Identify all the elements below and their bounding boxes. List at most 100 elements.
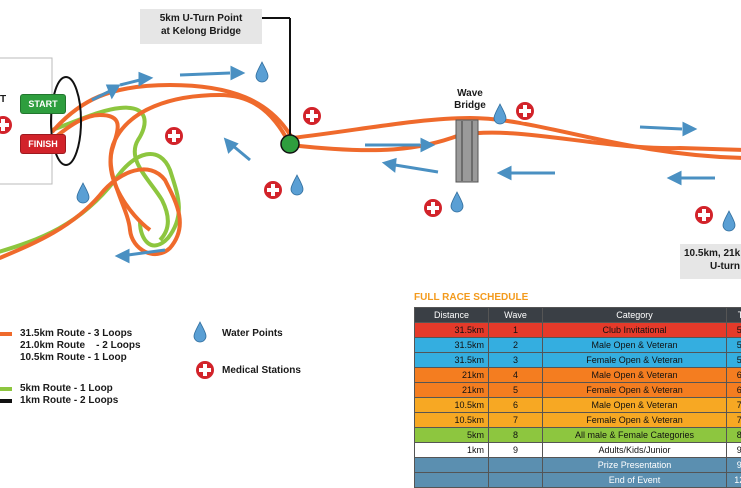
legend-medical-stations: Medical Stations [222, 365, 301, 377]
arrow-4-head [226, 140, 236, 151]
water-drop-icon [494, 104, 506, 124]
arrow-2-head [140, 74, 150, 84]
finish-button[interactable]: FINISH [20, 134, 66, 154]
schedule-header-row: Distance Wave Category T [415, 308, 741, 323]
medical-station-icon [263, 180, 283, 200]
arrow-6-head [422, 140, 432, 150]
schedule-cell-time: 6: [727, 368, 741, 383]
arrow-8-head [500, 168, 510, 178]
schedule-cell-distance [415, 458, 489, 473]
schedule-cell-time: 9: [727, 458, 741, 473]
uturn-right-line-2: U-turn [680, 260, 741, 273]
schedule-cell-wave [489, 473, 543, 488]
schedule-cell-category: Female Open & Veteran [543, 413, 727, 428]
wave-bridge-label-line-1: Wave [452, 88, 488, 100]
schedule-cell-wave: 6 [489, 398, 543, 413]
medical-station-icon [195, 360, 215, 380]
schedule-header-distance: Distance [415, 308, 489, 323]
medical-station-icon [423, 198, 443, 218]
schedule-cell-category: Club Invitational [543, 323, 727, 338]
arrow-3 [180, 73, 230, 75]
medical-station-icon [694, 205, 714, 225]
schedule-cell-wave: 8 [489, 428, 543, 443]
schedule-header-category: Category [543, 308, 727, 323]
medical-station-icon [515, 101, 535, 121]
water-drop-icon [77, 183, 89, 203]
schedule-cell-wave: 5 [489, 383, 543, 398]
legend-orange-route-2: 21.0km Route - 2 Loops [20, 340, 141, 352]
medical-station-icon [302, 106, 322, 126]
arrow-10-head [670, 173, 680, 183]
start-button[interactable]: START [20, 94, 66, 114]
schedule-cell-distance: 31.5km [415, 323, 489, 338]
uturn-right-callout: 10.5km, 21k U-turn [680, 244, 741, 279]
schedule-cell-distance [415, 473, 489, 488]
schedule-cell-distance: 21km [415, 383, 489, 398]
water-drop-icon [194, 322, 206, 342]
wave-bridge [456, 120, 478, 182]
uturn-5km-callout: 5km U-Turn Point at Kelong Bridge [140, 9, 262, 44]
uturn-right-line-1: 10.5km, 21k [680, 247, 741, 260]
schedule-cell-time: 6: [727, 383, 741, 398]
water-drop-icon [451, 192, 463, 212]
water-drop-icon [291, 175, 303, 195]
legend-water-points: Water Points [222, 328, 283, 340]
arrow-9-head [684, 124, 694, 134]
medical-station-icon [164, 126, 184, 146]
arrow-7 [395, 165, 438, 172]
schedule-cell-distance: 31.5km [415, 353, 489, 368]
start-area-partial-text: T [0, 94, 6, 105]
schedule-cell-time: 9: [727, 443, 741, 458]
orange-route-return [52, 115, 150, 230]
schedule-cell-distance: 10.5km [415, 413, 489, 428]
schedule-cell-wave: 4 [489, 368, 543, 383]
wave-bridge-label: Wave Bridge [452, 88, 488, 112]
schedule-cell-category: Male Open & Veteran [543, 368, 727, 383]
wave-bridge-label-line-2: Bridge [452, 100, 488, 112]
schedule-cell-distance: 21km [415, 368, 489, 383]
schedule-cell-category: Male Open & Veteran [543, 338, 727, 353]
schedule-cell-time: 7: [727, 398, 741, 413]
schedule-cell-category: Male Open & Veteran [543, 398, 727, 413]
schedule-row: End of Event12: [415, 473, 741, 488]
schedule-cell-wave [489, 458, 543, 473]
schedule-cell-time: 5: [727, 338, 741, 353]
schedule-cell-distance: 31.5km [415, 338, 489, 353]
legend-green-route-1: 5km Route - 1 Loop [20, 383, 113, 395]
medical-station-icon [0, 115, 13, 135]
schedule-cell-time: 8: [727, 428, 741, 443]
legend-green-route-2: 1km Route - 2 Loops [20, 395, 118, 407]
water-drop-icon [723, 211, 735, 231]
schedule-cell-time: 5: [727, 323, 741, 338]
schedule-cell-distance: 1km [415, 443, 489, 458]
legend-orange-route-3: 10.5km Route - 1 Loop [20, 352, 127, 364]
schedule-header-time: T [727, 308, 741, 323]
schedule-cell-category: Adults/Kids/Junior [543, 443, 727, 458]
arrow-3-head [232, 68, 242, 78]
schedule-cell-category: Female Open & Veteran [543, 383, 727, 398]
schedule-cell-distance: 5km [415, 428, 489, 443]
schedule-cell-wave: 2 [489, 338, 543, 353]
schedule-cell-category: All male & Female Categories [543, 428, 727, 443]
schedule-cell-wave: 9 [489, 443, 543, 458]
schedule-cell-wave: 7 [489, 413, 543, 428]
legend-orange-route-1: 31.5km Route - 3 Loops [20, 328, 132, 340]
arrow-7-head [385, 160, 395, 170]
schedule-cell-time: 7: [727, 413, 741, 428]
water-drop-icon [256, 62, 268, 82]
schedule-cell-category: Female Open & Veteran [543, 353, 727, 368]
uturn-5km-line-1: 5km U-Turn Point [140, 12, 262, 25]
schedule-cell-category: End of Event [543, 473, 727, 488]
schedule-cell-wave: 3 [489, 353, 543, 368]
arrow-9 [640, 127, 682, 129]
